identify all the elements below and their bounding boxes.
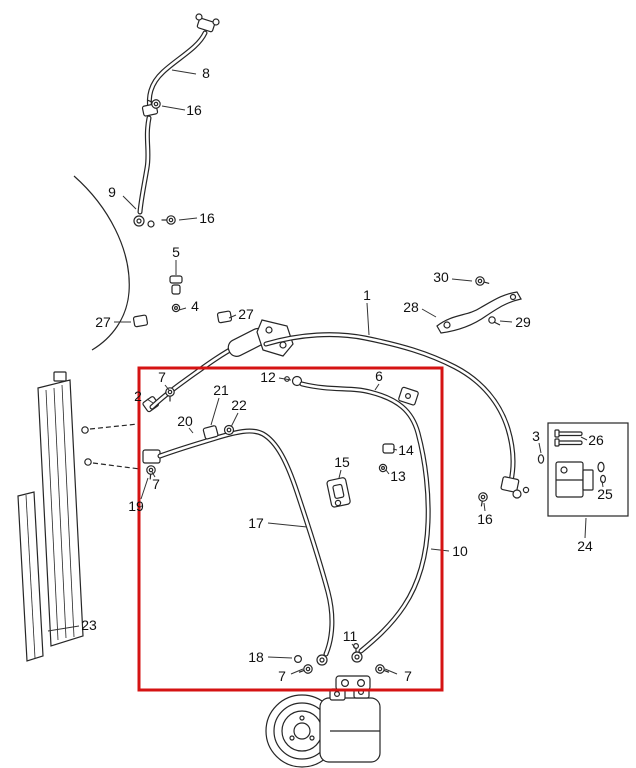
callout-19: 19 — [128, 498, 144, 514]
discharge-line-upper — [132, 275, 294, 413]
bolt-icon — [165, 387, 175, 403]
callout-12: 12 — [260, 369, 276, 385]
callout-23: 23 — [81, 617, 97, 633]
callout-13: 13 — [390, 468, 406, 484]
callout-1: 1 — [363, 287, 371, 303]
callout-8: 8 — [202, 65, 210, 81]
callout-22: 22 — [231, 397, 247, 413]
condenser — [17, 175, 141, 662]
bolt-icon — [476, 491, 489, 508]
bolt-icon — [474, 275, 491, 289]
callout-4: 4 — [191, 298, 199, 314]
callout-3: 3 — [532, 428, 540, 444]
callout-29: 29 — [515, 314, 531, 330]
callout-20: 20 — [177, 413, 193, 429]
callout-16: 16 — [186, 102, 202, 118]
callout-21: 21 — [213, 382, 229, 398]
line-to-engine — [263, 275, 545, 508]
callout-6: 6 — [375, 368, 383, 384]
callout-2: 2 — [134, 388, 142, 404]
callout-16: 16 — [199, 210, 215, 226]
callout-24: 24 — [577, 538, 593, 554]
callout-7: 7 — [158, 369, 166, 385]
nut-icon — [171, 303, 181, 313]
callout-28: 28 — [403, 299, 419, 315]
compressor — [265, 675, 381, 768]
callout-9: 9 — [108, 184, 116, 200]
callout-7: 7 — [278, 668, 286, 684]
callout-27: 27 — [238, 306, 254, 322]
expansion-valve-detail — [547, 422, 629, 517]
callout-11: 11 — [342, 628, 358, 644]
callout-27: 27 — [95, 314, 111, 330]
callout-18: 18 — [248, 649, 264, 665]
callout-16: 16 — [477, 511, 493, 527]
nut-icon — [378, 463, 388, 473]
callout-7: 7 — [152, 476, 160, 492]
callout-26: 26 — [588, 432, 604, 448]
callout-17: 17 — [248, 515, 264, 531]
bolt-icon — [160, 215, 176, 225]
hose-assemblies — [142, 375, 431, 677]
callout-10: 10 — [452, 543, 468, 559]
callout-25: 25 — [597, 486, 613, 502]
callout-7: 7 — [404, 668, 412, 684]
upper-ac-line — [133, 13, 220, 228]
callout-15: 15 — [334, 454, 350, 470]
callout-30: 30 — [433, 269, 449, 285]
highlight-box — [137, 366, 444, 692]
callout-14: 14 — [398, 442, 414, 458]
callout-5: 5 — [172, 244, 180, 260]
leader-lines — [47, 69, 604, 675]
